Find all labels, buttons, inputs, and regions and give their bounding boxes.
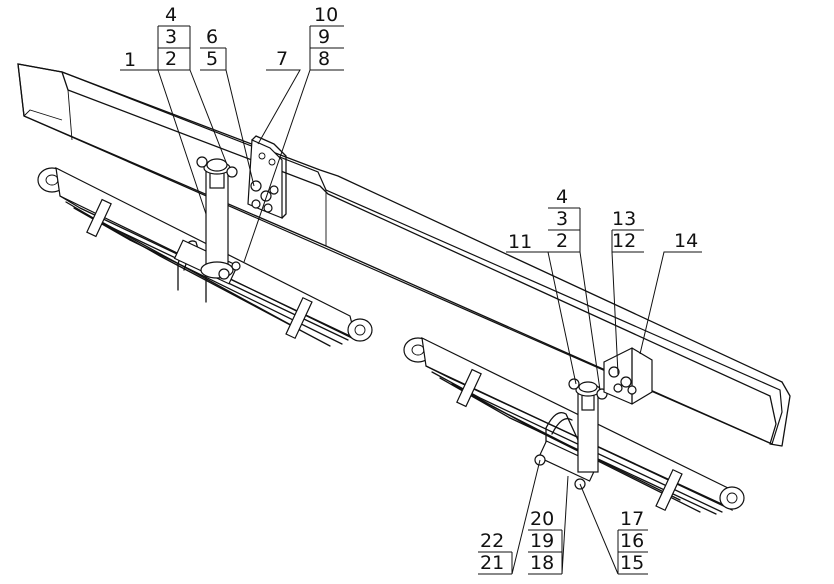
callout-20: 20 bbox=[530, 508, 554, 530]
callout-7: 7 bbox=[276, 48, 288, 70]
callout-14: 14 bbox=[674, 230, 698, 252]
callout-19: 19 bbox=[530, 530, 554, 552]
callout-10: 10 bbox=[314, 4, 338, 26]
callout-3a: 3 bbox=[165, 26, 177, 48]
callout-1: 1 bbox=[124, 49, 136, 71]
callout-21: 21 bbox=[480, 552, 504, 574]
right-bracket bbox=[603, 347, 653, 405]
callout-6: 6 bbox=[206, 26, 218, 48]
right-leaf-spring bbox=[403, 336, 745, 515]
callout-9: 9 bbox=[318, 26, 330, 48]
frame-rail bbox=[17, 63, 791, 447]
callout-17: 17 bbox=[620, 508, 644, 530]
callout-2a: 2 bbox=[165, 48, 177, 70]
callout-8: 8 bbox=[318, 48, 330, 70]
callout-2b: 2 bbox=[556, 230, 568, 252]
callout-5: 5 bbox=[206, 48, 218, 70]
callout-4b: 4 bbox=[556, 186, 568, 208]
right-shock-absorber bbox=[568, 378, 608, 473]
callout-4a: 4 bbox=[165, 4, 177, 26]
leader-lines-left bbox=[120, 25, 344, 263]
callout-16: 16 bbox=[620, 530, 644, 552]
callout-12: 12 bbox=[612, 230, 636, 252]
callout-13: 13 bbox=[612, 208, 636, 230]
left-upper-bracket bbox=[247, 135, 287, 219]
callout-22: 22 bbox=[480, 530, 504, 552]
callout-3b: 3 bbox=[556, 208, 568, 230]
left-shock-absorber bbox=[196, 156, 241, 280]
callout-labels: 1 4 3 2 6 5 7 10 9 8 11 4 3 2 13 12 14 1… bbox=[124, 4, 698, 574]
callout-11: 11 bbox=[508, 231, 532, 253]
callout-18: 18 bbox=[530, 552, 554, 574]
callout-15: 15 bbox=[620, 552, 644, 574]
leader-lines-right bbox=[478, 207, 702, 575]
